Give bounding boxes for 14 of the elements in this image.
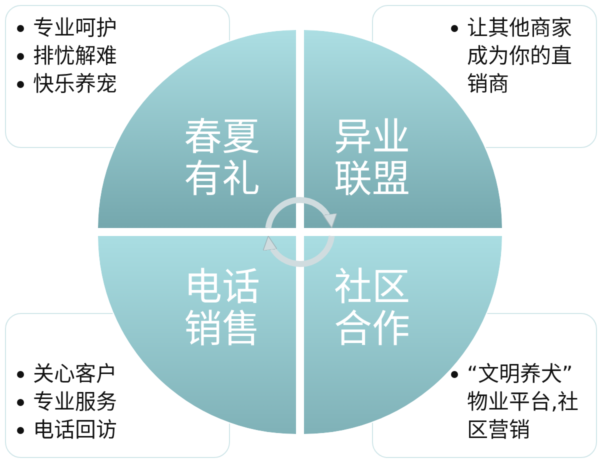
- bullet-text: “文明养犬”物业平台,社区营销: [467, 361, 580, 444]
- bullet-text: 专业呵护: [33, 15, 117, 42]
- curved-arrow: [264, 235, 335, 267]
- bullet-text: 专业服务: [33, 389, 117, 416]
- bullet-text: 电话回访: [33, 417, 117, 444]
- quadrant-label: 社区合作: [334, 266, 411, 350]
- bullet-text: 快乐养宠: [33, 71, 117, 98]
- bullet-text: 排忧解难: [33, 43, 117, 70]
- quadrant-label: 异业联盟: [334, 116, 411, 200]
- bullet-text: 让其他商家成为你的直销商: [467, 15, 573, 98]
- quadrant-label: 电话销售: [184, 266, 261, 350]
- quadrant-label: 春夏有礼: [184, 116, 261, 200]
- bullet-text: 关心客户: [33, 361, 117, 388]
- curved-arrow: [265, 197, 336, 229]
